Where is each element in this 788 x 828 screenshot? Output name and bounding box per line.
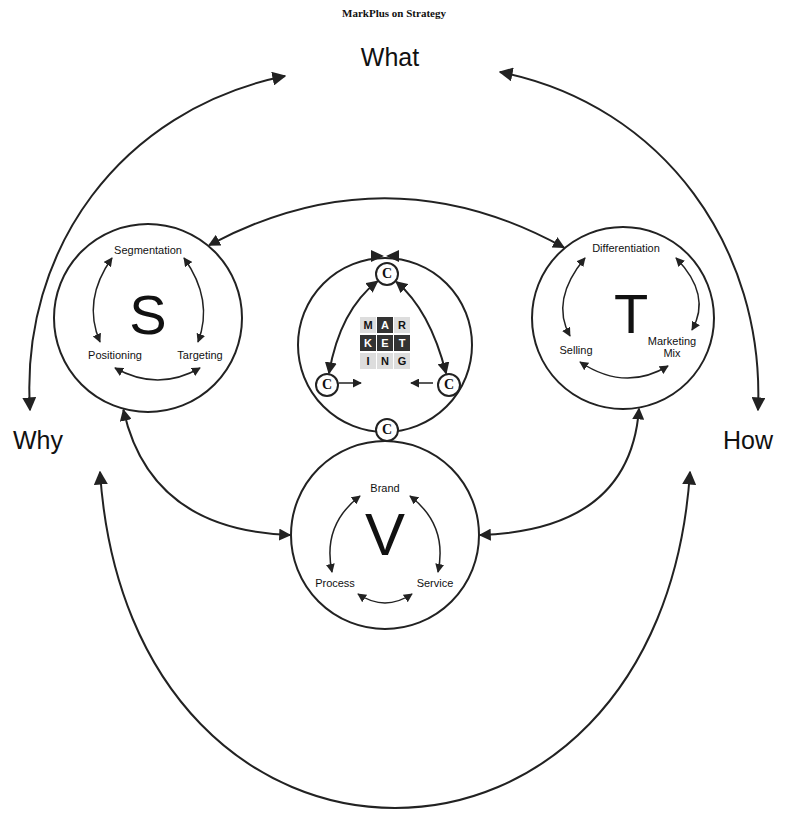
element-label: Targeting xyxy=(177,350,222,361)
inner-cycle-arrow xyxy=(676,258,699,330)
link-arrow xyxy=(329,281,378,373)
inner-cycle-arrow xyxy=(580,362,668,378)
inner-cycle-arrow xyxy=(410,496,440,572)
element-label: Service xyxy=(417,578,454,589)
c-circle: C xyxy=(315,373,339,397)
inward-arrow xyxy=(411,382,433,384)
c-circle: C xyxy=(375,418,399,442)
inner-cycle-arrow xyxy=(563,258,585,336)
letter-tile: M xyxy=(360,317,376,333)
bowtie-mark xyxy=(371,250,399,262)
big-letter: V xyxy=(365,505,405,565)
inner-cycle-arrow xyxy=(330,496,360,572)
outer-cycle-arrow xyxy=(100,472,690,808)
letter-tile: I xyxy=(360,353,376,369)
diagram-title: MarkPlus on Strategy xyxy=(342,8,446,19)
letter-grid: MAR KET ING xyxy=(360,317,414,371)
letter-tile: G xyxy=(394,353,410,369)
element-label: Selling xyxy=(559,345,592,356)
c-letter: C xyxy=(444,378,454,392)
cycle-label: How xyxy=(723,428,773,453)
letter-tile: R xyxy=(394,317,410,333)
letter-tile: K xyxy=(360,335,376,351)
inner-cycle-arrow xyxy=(93,258,112,342)
element-label: Differentiation xyxy=(592,243,660,254)
cycle-label: What xyxy=(361,45,419,70)
link-arrow xyxy=(209,198,564,247)
element-label: Segmentation xyxy=(114,245,182,256)
c-circle: C xyxy=(375,262,399,286)
inner-cycle-arrow xyxy=(358,594,412,603)
c-letter: C xyxy=(322,378,332,392)
link-arrow xyxy=(123,410,290,535)
big-letter: T xyxy=(614,286,648,342)
link-arrow xyxy=(480,409,639,535)
letter-tile: N xyxy=(377,353,393,369)
big-letter: S xyxy=(129,287,166,343)
outer-cycle-arrow xyxy=(500,72,758,410)
cycle-label: Why xyxy=(13,428,63,453)
tactic-circle: T DifferentiationSelling Marketing Mix xyxy=(531,226,715,410)
c-circle: C xyxy=(437,373,461,397)
element-label: Process xyxy=(315,578,355,589)
inward-arrow xyxy=(339,382,361,384)
element-label: Marketing Mix xyxy=(643,336,701,359)
element-label: Positioning xyxy=(88,350,142,361)
inner-cycle-arrow xyxy=(184,258,204,342)
letter-tile: A xyxy=(377,317,393,333)
core-circle: MARKETINGCCCC xyxy=(297,257,473,433)
value-circle: V BrandProcess Service xyxy=(290,440,480,630)
c-letter: C xyxy=(382,423,392,437)
element-label: Brand xyxy=(370,483,399,494)
c-letter: C xyxy=(382,267,392,281)
inner-cycle-arrow xyxy=(115,368,200,380)
letter-tile: T xyxy=(394,335,410,351)
outer-cycle-arrow xyxy=(29,76,285,410)
strategy-circle: S SegmentationPositioning Targeting xyxy=(53,223,243,413)
letter-tile: E xyxy=(377,335,393,351)
